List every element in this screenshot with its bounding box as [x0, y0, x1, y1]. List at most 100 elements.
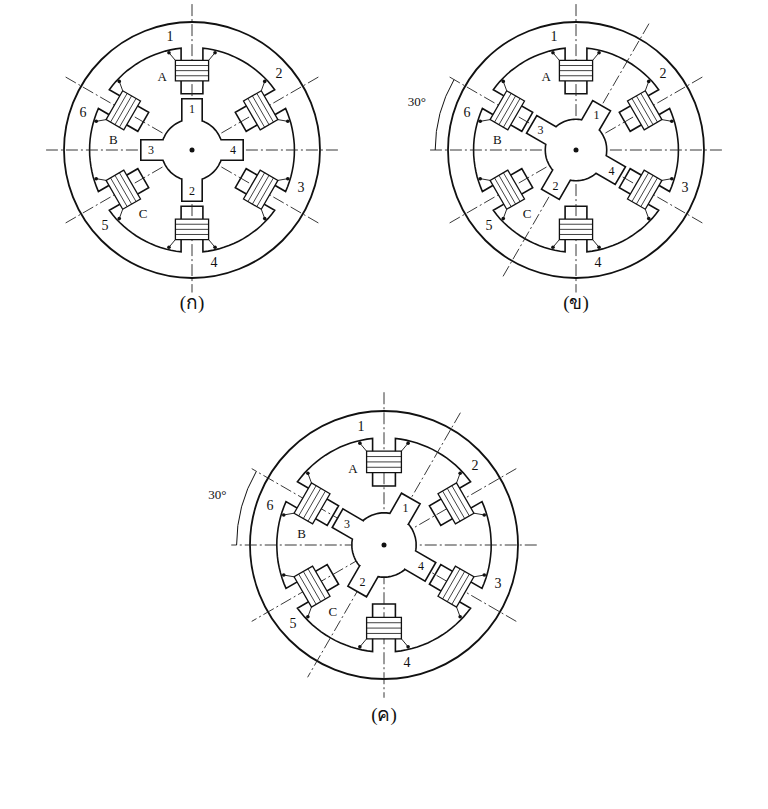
coil: [106, 91, 140, 130]
coil-winding: [367, 633, 402, 634]
terminal-dot: [458, 615, 462, 619]
callout-number: 2: [274, 67, 283, 81]
callout-number: A: [541, 70, 552, 83]
terminal-dot: [213, 51, 217, 55]
callout-number: 5: [289, 617, 298, 631]
callout-number: 1: [188, 103, 196, 115]
terminal-dot: [286, 177, 290, 181]
coil-winding: [559, 234, 592, 235]
terminal-dot: [478, 177, 482, 181]
terminal-dot: [286, 120, 290, 124]
callout-number: 2: [359, 576, 367, 588]
terminal-dot: [501, 80, 505, 84]
callout-number: C: [138, 206, 149, 219]
coil-winding: [175, 75, 208, 76]
rotor: [141, 99, 243, 201]
terminal-dot: [306, 615, 310, 619]
rotor-shaft: [190, 148, 195, 153]
callout-number: 6: [266, 499, 275, 513]
callout-number: 1: [357, 420, 366, 434]
center-line: [66, 77, 319, 223]
terminal-dot: [501, 217, 505, 221]
callout-number: 2: [471, 459, 480, 473]
terminal-dot: [406, 645, 410, 649]
coil-winding: [559, 229, 592, 230]
coil: [106, 170, 140, 209]
callout-number: 5: [485, 219, 494, 233]
terminal-dot: [167, 245, 171, 249]
coil: [244, 91, 278, 130]
stator-poles: [90, 48, 295, 252]
coil-winding: [175, 65, 208, 66]
rotor: [527, 101, 626, 200]
coil-winding: [299, 486, 316, 516]
coil-winding: [257, 93, 274, 122]
rotor-shaft: [382, 543, 387, 548]
rotor-shaft: [574, 148, 579, 153]
callout-number: 3: [343, 518, 351, 530]
callout-number: 4: [403, 656, 412, 670]
terminal-dot: [478, 120, 482, 124]
terminal-dot: [406, 441, 410, 445]
coil: [559, 60, 592, 81]
coil-winding: [367, 622, 402, 623]
coil: [628, 91, 662, 130]
callout-number: A: [347, 462, 358, 475]
coil-winding: [257, 178, 274, 207]
center-line: [450, 77, 703, 223]
terminal-dot: [306, 471, 310, 475]
terminal-dot: [263, 80, 267, 84]
coil-winding: [559, 70, 592, 71]
angle-arc: [435, 80, 454, 150]
coil-winding: [367, 456, 402, 457]
callout-number: 30°: [207, 488, 227, 501]
terminal-dot: [117, 80, 121, 84]
coil-winding: [559, 65, 592, 66]
stator-poles: [474, 48, 679, 252]
terminal-dot: [94, 177, 98, 181]
coil: [244, 170, 278, 209]
terminal-dot: [94, 120, 98, 124]
figure-caption: (ข): [562, 293, 590, 312]
callout-number: 3: [680, 181, 689, 195]
callout-number: 30°: [407, 95, 427, 108]
coil: [175, 60, 208, 81]
figure-caption: (ค): [370, 705, 398, 724]
coil-winding: [452, 486, 469, 516]
coil-winding: [559, 224, 592, 225]
coil-winding: [175, 234, 208, 235]
coil-winding: [175, 229, 208, 230]
coil: [367, 617, 402, 638]
callout-number: 4: [229, 144, 237, 156]
terminal-dot: [458, 471, 462, 475]
figure-caption: (ก): [179, 293, 206, 312]
callout-number: B: [296, 527, 307, 540]
callout-number: 4: [210, 256, 219, 270]
coil-winding: [367, 461, 402, 462]
center-line: [503, 24, 649, 277]
callout-number: 6: [463, 106, 472, 120]
terminal-dot: [482, 513, 486, 517]
callout-number: 3: [296, 181, 305, 195]
coil-winding: [495, 178, 512, 207]
rotor: [332, 493, 436, 597]
terminal-dot: [597, 51, 601, 55]
terminal-dot: [358, 441, 362, 445]
callout-number: 2: [188, 185, 196, 197]
callout-number: 6: [79, 106, 88, 120]
terminal-dot: [358, 645, 362, 649]
coil: [490, 91, 524, 130]
coil-winding: [452, 574, 469, 604]
coil-winding: [495, 93, 512, 122]
callout-number: 2: [658, 67, 667, 81]
coil-winding: [559, 75, 592, 76]
angle-arc: [237, 471, 257, 545]
coil: [438, 483, 474, 524]
coil: [175, 219, 208, 240]
callout-number: 3: [147, 144, 155, 156]
terminal-dot: [597, 245, 601, 249]
coil: [628, 170, 662, 209]
coil-winding: [367, 628, 402, 629]
